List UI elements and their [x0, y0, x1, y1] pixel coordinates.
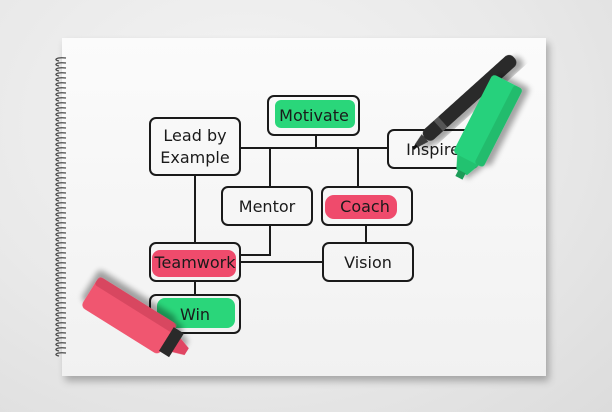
spiral-ring: [55, 322, 67, 327]
spiral-ring: [55, 352, 67, 357]
coach-label: Coach: [340, 197, 390, 216]
pink-marker: [82, 277, 189, 358]
spiral-ring: [55, 157, 67, 162]
spiral-ring: [55, 217, 67, 222]
spiral-ring: [55, 62, 67, 67]
pink-marker-cap-ring: [158, 327, 184, 358]
pink-marker-shade: [95, 277, 177, 333]
spiral-ring: [55, 152, 67, 157]
black-pen-band: [433, 116, 448, 132]
spiral-ring: [55, 117, 67, 122]
spiral-ring: [55, 292, 67, 297]
spiral-ring: [55, 252, 67, 257]
connector-lines: [194, 134, 389, 296]
spiral-ring: [55, 97, 67, 102]
spiral-ring: [55, 142, 67, 147]
spiral-ring: [55, 307, 67, 312]
green-marker-tip: [456, 154, 479, 176]
spiral-ring: [55, 222, 67, 227]
spiral-ring: [55, 337, 67, 342]
spiral-ring: [55, 72, 67, 77]
lead-by-example-label-line1: Lead by: [163, 126, 226, 145]
win-highlight: [157, 298, 235, 328]
spiral-ring: [55, 297, 67, 302]
spiral-ring: [55, 177, 67, 182]
spiral-ring: [55, 137, 67, 142]
mentor-box: [221, 186, 313, 226]
teamwork-label: Teamwork: [153, 253, 236, 272]
vision-box: [322, 242, 414, 282]
spiral-ring: [55, 287, 67, 292]
vision-label: Vision: [344, 253, 392, 272]
spiral-ring: [55, 242, 67, 247]
spiral-ring: [55, 57, 67, 62]
highlighter-strokes: [152, 100, 397, 328]
spiral-ring: [55, 112, 67, 117]
spiral-ring: [55, 182, 67, 187]
spiral-ring: [55, 342, 67, 347]
spiral-ring: [55, 257, 67, 262]
spiral-ring: [55, 192, 67, 197]
coach-highlight: [325, 195, 397, 219]
spiral-ring: [55, 317, 67, 322]
spiral-ring: [55, 267, 67, 272]
spiral-ring: [55, 127, 67, 132]
spiral-ring: [55, 247, 67, 252]
teamwork-box: [149, 242, 241, 282]
motivate-highlight: [275, 100, 355, 128]
spiral-ring: [55, 132, 67, 137]
motivate-box: [267, 95, 360, 136]
pink-marker-tip: [172, 338, 189, 356]
spiral-ring: [55, 272, 67, 277]
spiral-ring: [55, 102, 67, 107]
spiral-ring: [55, 332, 67, 337]
win-label: Win: [180, 305, 210, 324]
spiral-ring: [55, 262, 67, 267]
green-marker-nib: [455, 169, 466, 180]
pink-marker-body: [82, 277, 176, 354]
spiral-ring: [55, 147, 67, 152]
connector-mentor-teamwork: [239, 224, 271, 256]
green-marker-shade: [475, 85, 523, 167]
spiral-ring: [55, 227, 67, 232]
spiral-ring: [55, 122, 67, 127]
spiral-ring: [55, 172, 67, 177]
spiral-binding: [55, 57, 67, 357]
motivate-label: Motivate: [279, 106, 349, 125]
spiral-ring: [55, 347, 67, 352]
lead-by-example-label-line2: Example: [160, 148, 229, 167]
black-pen-tip: [414, 134, 429, 148]
spiral-ring: [55, 107, 67, 112]
spiral-ring: [55, 282, 67, 287]
green-marker: [454, 75, 523, 180]
spiral-ring: [55, 187, 67, 192]
mentor-label: Mentor: [239, 197, 296, 216]
green-marker-body: [454, 75, 522, 167]
spiral-ring: [55, 312, 67, 317]
spiral-ring: [55, 77, 67, 82]
spiral-ring: [55, 202, 67, 207]
spiral-ring: [55, 212, 67, 217]
spiral-ring: [55, 327, 67, 332]
coach-box: [321, 186, 413, 226]
spiral-ring: [55, 232, 67, 237]
spiral-ring: [55, 197, 67, 202]
spiral-ring: [55, 207, 67, 212]
black-pen-nib: [412, 144, 418, 150]
spiral-ring: [55, 87, 67, 92]
spiral-ring: [55, 82, 67, 87]
spiral-ring: [55, 167, 67, 172]
spiral-ring: [55, 67, 67, 72]
lead-by-example-box: [149, 117, 241, 176]
spiral-ring: [55, 162, 67, 167]
spiral-ring: [55, 92, 67, 97]
teamwork-highlight: [152, 250, 236, 277]
spiral-ring: [55, 237, 67, 242]
spiral-ring: [55, 302, 67, 307]
spiral-ring: [55, 277, 67, 282]
